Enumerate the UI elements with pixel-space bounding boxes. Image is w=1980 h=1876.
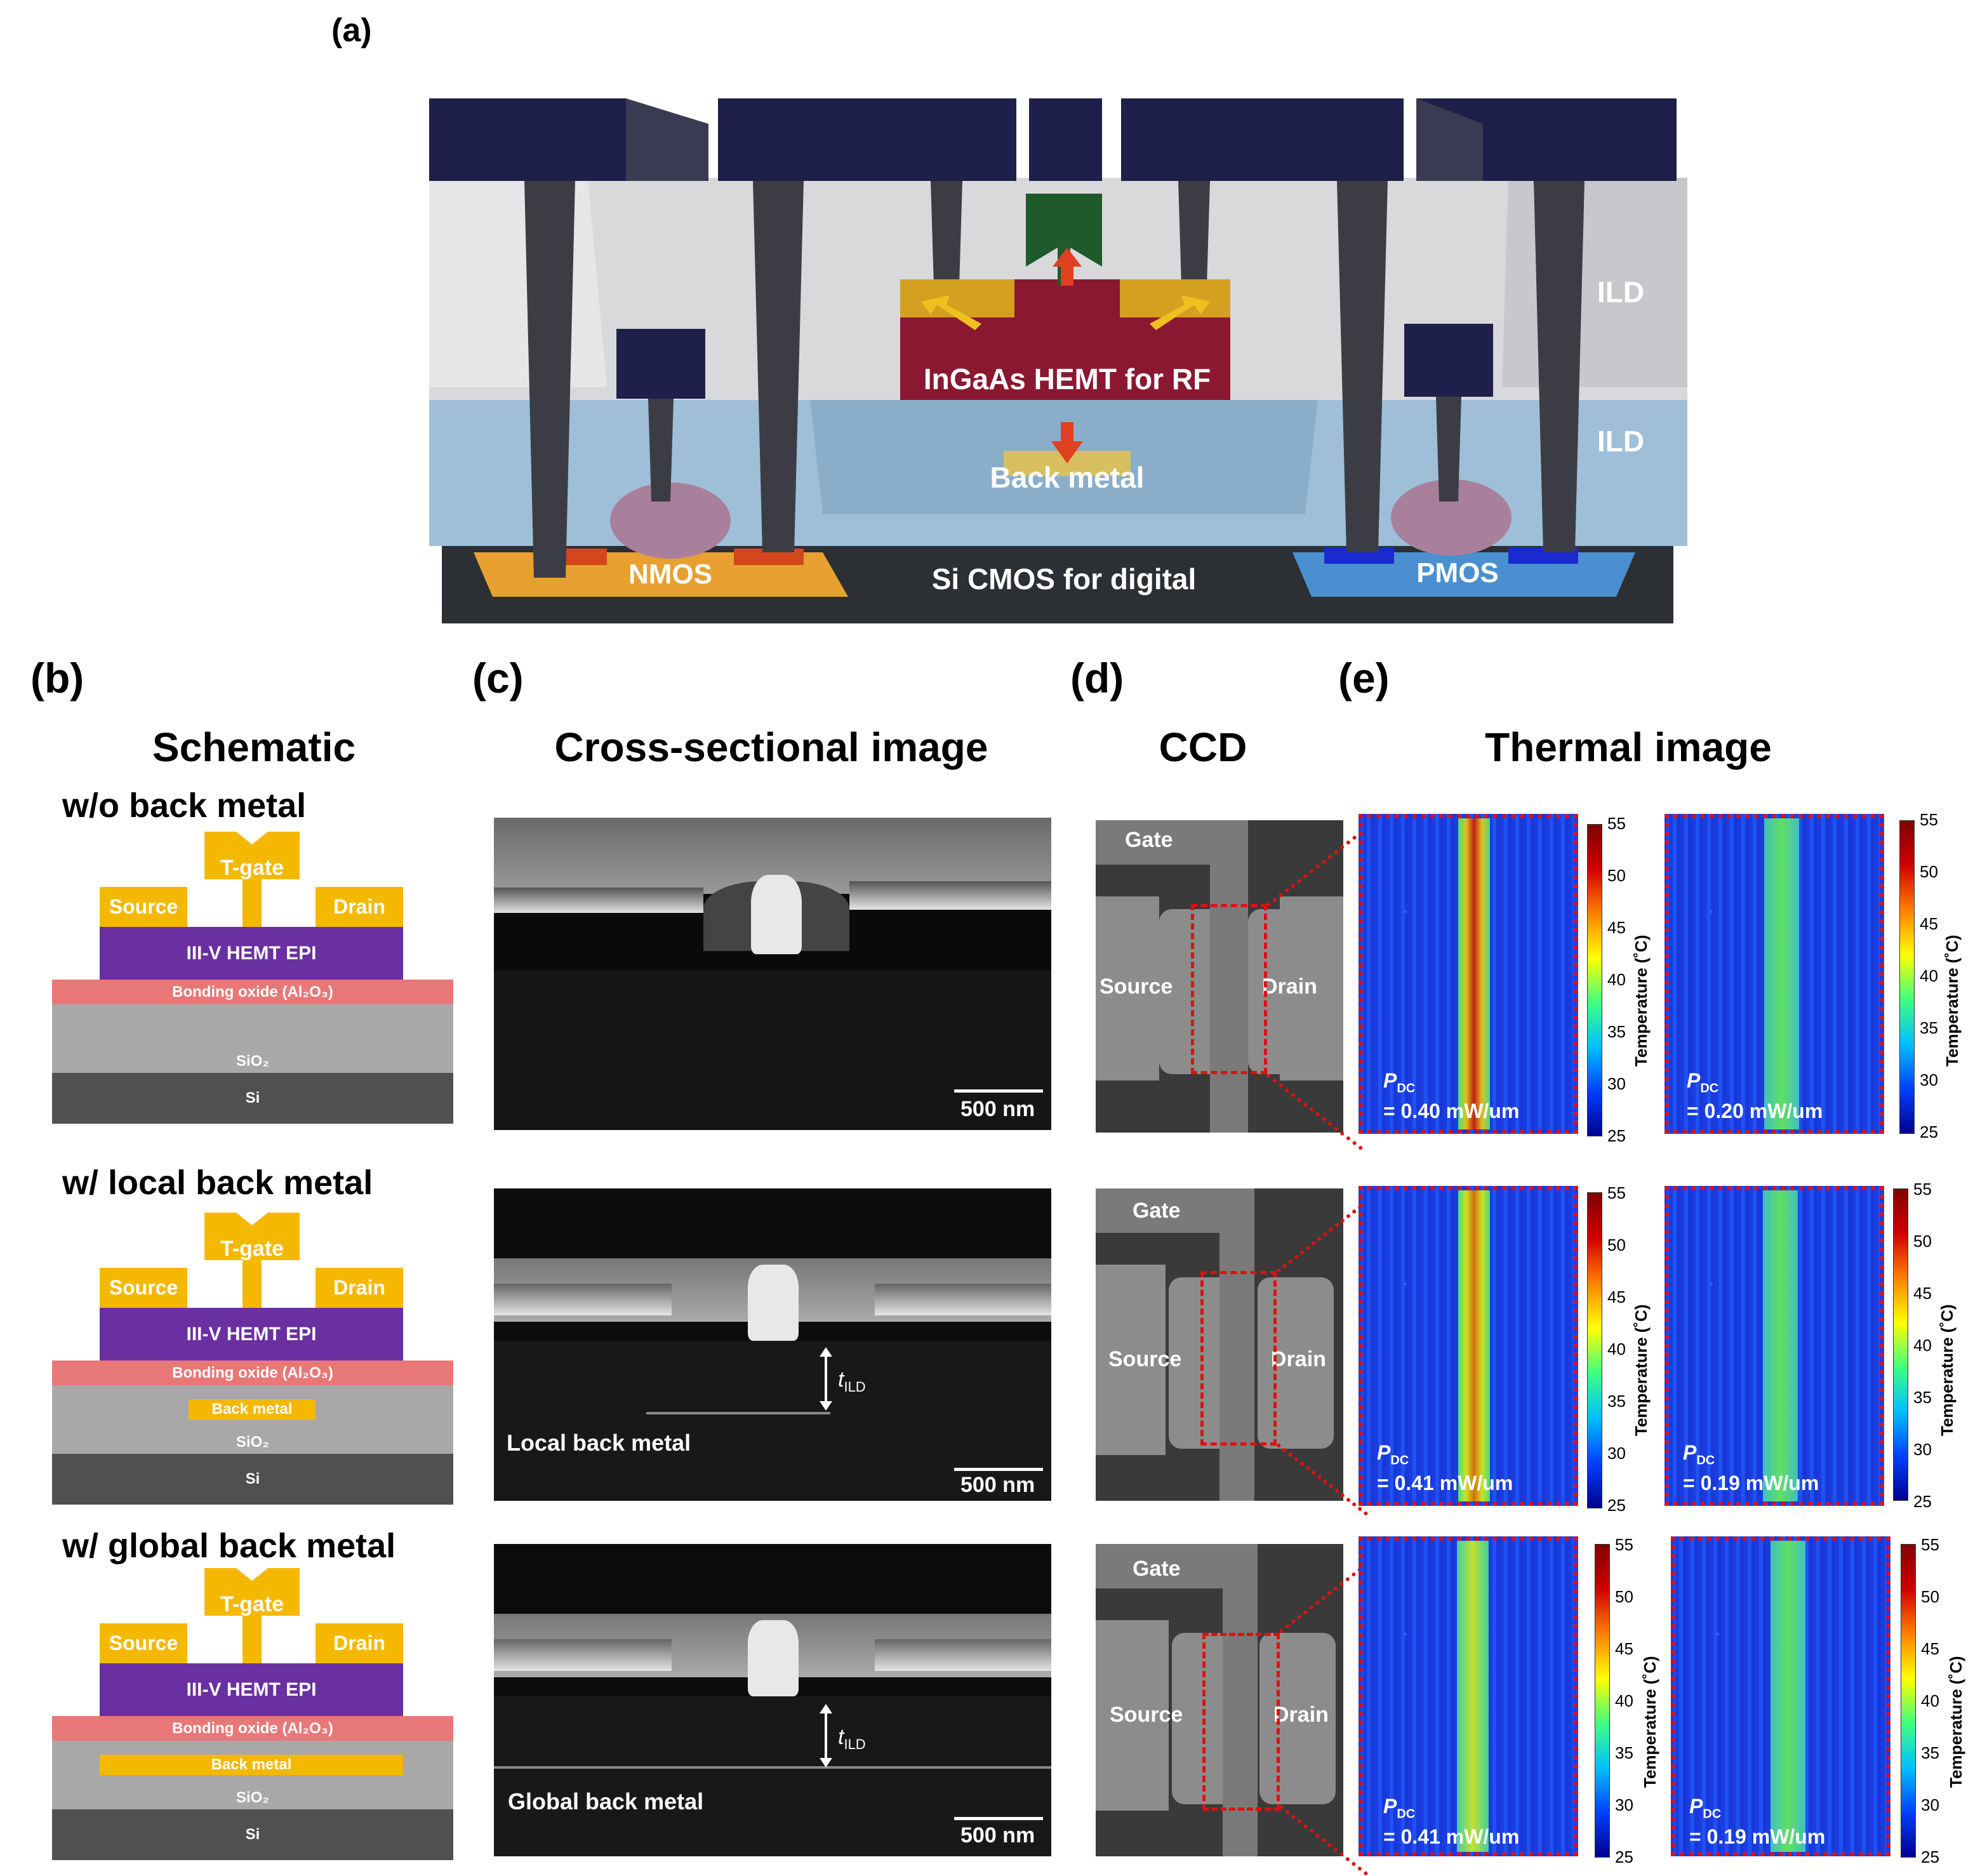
source-pad: Source (100, 1268, 187, 1308)
tem-back-metal-label: Global back metal (508, 1788, 704, 1814)
pdc-label: PDC= 0.41 mW/um (1383, 1795, 1520, 1849)
thermal-map-row1-right: PDC= 0.20 mW/um (1664, 814, 1884, 1134)
t-gate-label: T-gate (220, 1592, 284, 1616)
label-nmos: NMOS (628, 559, 712, 590)
ccd-source-label: Source (1110, 1703, 1183, 1727)
colorbar-row1-left (1587, 824, 1602, 1136)
ccd-source-label: Source (1100, 975, 1173, 999)
pdc-label: PDC= 0.40 mW/um (1383, 1069, 1520, 1123)
thermal-map-row3-right: PDC= 0.19 mW/um (1671, 1536, 1890, 1856)
ccd-drain-label: Drain (1273, 1703, 1329, 1727)
schematic-global-back-metal: Si SiO₂ Back metal Bonding oxide (Al₂O₃)… (52, 1562, 453, 1860)
colorbar-row2-left (1587, 1192, 1602, 1508)
label-pmos: PMOS (1416, 557, 1499, 589)
colorbar-title: Temperature (˚C) (1631, 1304, 1651, 1436)
tem-back-metal-label: Local back metal (507, 1430, 691, 1456)
header-schematic: Schematic (152, 724, 356, 770)
t-gate-label: T-gate (220, 856, 284, 880)
bonding-oxide-layer: Bonding oxide (Al₂O₃) (52, 980, 453, 1004)
pdc-label: PDC= 0.19 mW/um (1689, 1795, 1826, 1849)
header-cross-section: Cross-sectional image (554, 724, 988, 770)
ccd-image-row1: Gate Source Drain (1096, 820, 1343, 1133)
si-layer: Si (52, 1809, 453, 1860)
ccd-drain-label: Drain (1271, 1347, 1326, 1371)
back-metal-local: Back metal (189, 1399, 316, 1420)
schematic-no-back-metal: Si SiO₂ Bonding oxide (Al₂O₃) III-V HEMT… (52, 825, 453, 1124)
pdc-label: PDC= 0.19 mW/um (1683, 1441, 1819, 1495)
t-gate-label: T-gate (220, 1237, 284, 1261)
back-metal-global: Back metal (100, 1755, 403, 1775)
colorbar-title: Temperature (˚C) (1640, 1656, 1659, 1788)
t-ild-label: tILD (838, 1725, 866, 1752)
ccd-image-row3: Gate Source Drain (1096, 1544, 1343, 1856)
sio2-layer: SiO₂ (52, 1004, 453, 1073)
scale-bar-label: 500 nm (960, 1823, 1035, 1847)
panel-label-d: (d) (1070, 655, 1124, 702)
diagram-3d-illustration (429, 98, 1687, 623)
label-hemt: InGaAs HEMT for RF (923, 363, 1211, 396)
t-gate-shape (204, 1213, 300, 1308)
t-ild-label: tILD (838, 1367, 866, 1395)
sio2-layer: SiO₂ (52, 1385, 453, 1454)
colorbar-title: Temperature (˚C) (1946, 1656, 1965, 1788)
colorbar-title: Temperature (˚C) (1937, 1304, 1957, 1436)
header-thermal: Thermal image (1485, 724, 1772, 770)
colorbar-title: Temperature (˚C) (1943, 935, 1962, 1067)
thermal-map-row2-left: PDC= 0.41 mW/um (1359, 1186, 1578, 1506)
pdc-label: PDC= 0.20 mW/um (1687, 1069, 1823, 1123)
ccd-gate-label: Gate (1125, 828, 1173, 852)
scale-bar-label: 500 nm (960, 1097, 1035, 1121)
hemt-epi: III-V HEMT EPI (100, 927, 403, 980)
bonding-oxide-layer: Bonding oxide (Al₂O₃) (52, 1716, 453, 1741)
si-layer: Si (52, 1454, 453, 1505)
drain-pad: Drain (316, 1623, 403, 1663)
label-si-cmos: Si CMOS for digital (931, 562, 1197, 595)
sio2-layer: SiO₂ (52, 1741, 453, 1809)
t-gate-shape (204, 832, 300, 927)
drain-pad: Drain (316, 887, 403, 927)
hemt-epi: III-V HEMT EPI (100, 1663, 403, 1716)
bonding-oxide-layer: Bonding oxide (Al₂O₃) (52, 1360, 453, 1385)
colorbar-row2-right (1893, 1188, 1908, 1501)
si-layer: Si (52, 1073, 453, 1124)
label-ild-lower: ILD (1597, 425, 1645, 458)
device-cross-section-diagram: ILD ILD InGaAs HEMT for RF Back metal NM… (429, 95, 1687, 623)
panel-label-a: (a) (331, 12, 372, 49)
row-title-global-back-metal: w/ global back metal (62, 1527, 396, 1565)
tem-image-local-back-metal: tILD Local back metal 500 nm (494, 1188, 1051, 1501)
label-ild-upper: ILD (1597, 276, 1645, 309)
ccd-gate-label: Gate (1133, 1199, 1181, 1223)
drain-pad: Drain (316, 1268, 403, 1308)
source-pad: Source (100, 1623, 187, 1663)
thermal-map-row1-left: PDC= 0.40 mW/um (1359, 814, 1578, 1134)
row-title-no-back-metal: w/o back metal (62, 787, 307, 825)
ccd-gate-label: Gate (1133, 1557, 1181, 1581)
tem-image-no-back-metal: 500 nm (494, 818, 1051, 1130)
scale-bar-label: 500 nm (960, 1473, 1035, 1497)
header-ccd: CCD (1159, 724, 1247, 770)
colorbar-row3-left (1595, 1544, 1610, 1858)
t-gate-shape (204, 1568, 300, 1663)
pdc-label: PDC= 0.41 mW/um (1377, 1441, 1513, 1495)
thermal-map-row3-left: PDC= 0.41 mW/um (1359, 1536, 1578, 1856)
colorbar-row1-right (1899, 820, 1915, 1134)
label-back-metal: Back metal (990, 461, 1145, 494)
panel-label-b: (b) (30, 655, 84, 702)
ccd-image-row2: Gate Source Drain (1096, 1188, 1343, 1501)
colorbar-row3-right (1901, 1544, 1916, 1858)
thermal-map-row2-right: PDC= 0.19 mW/um (1664, 1186, 1884, 1506)
panel-label-c: (c) (472, 655, 524, 702)
colorbar-title: Temperature (˚C) (1631, 935, 1651, 1067)
hemt-epi: III-V HEMT EPI (100, 1308, 403, 1360)
row-title-local-back-metal: w/ local back metal (62, 1164, 373, 1202)
tem-image-global-back-metal: tILD Global back metal 500 nm (494, 1544, 1051, 1856)
ccd-drain-label: Drain (1262, 975, 1317, 999)
ccd-source-label: Source (1108, 1347, 1182, 1371)
schematic-local-back-metal: Si SiO₂ Back metal Bonding oxide (Al₂O₃)… (52, 1206, 453, 1505)
source-pad: Source (100, 887, 187, 927)
panel-label-e: (e) (1338, 655, 1390, 702)
